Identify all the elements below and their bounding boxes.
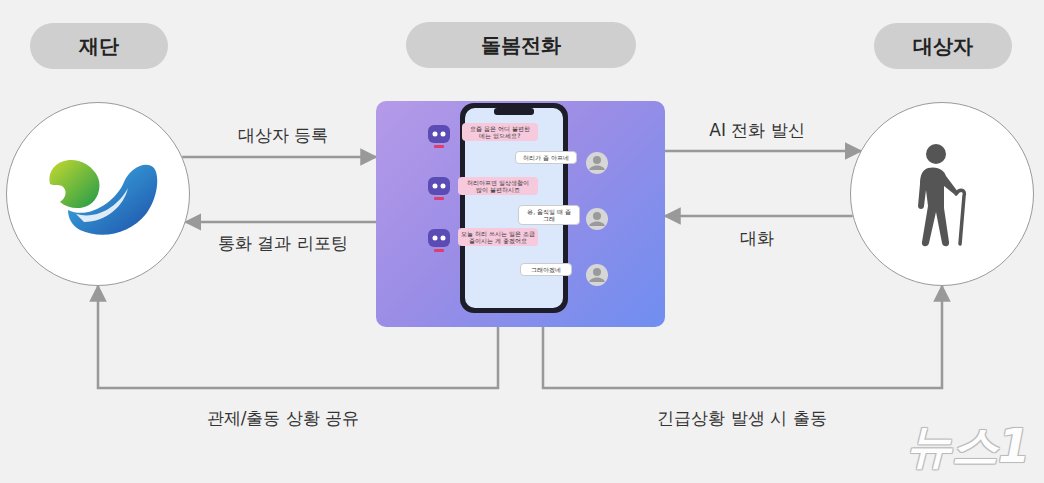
heading-pill: 돌봄전화 bbox=[406, 22, 636, 68]
flow-arrow bbox=[186, 221, 376, 224]
recipient-circle: 대상자 bbox=[850, 102, 1034, 286]
edge-label: AI 전화 발신 bbox=[706, 119, 807, 142]
user-chat-bubble: 그래야겠네 bbox=[520, 263, 572, 276]
edge-label: 대화 bbox=[737, 227, 777, 250]
chat-text: 요즘 몸은 어디 불편한 데는 없으세요? bbox=[465, 125, 535, 139]
edge-label: 관제/출동 상황 공유 bbox=[204, 407, 363, 430]
edge-label: 통화 결과 리포팅 bbox=[215, 232, 351, 255]
ai-chat-bubble: 오늘 허리 쓰시는 일은 조금 줄이시는 게 좋겠어요 bbox=[458, 228, 538, 246]
foundation-logo bbox=[6, 102, 190, 286]
user-chat-bubble: 응, 움직일 때 좀 그래 bbox=[518, 205, 580, 225]
ai-chat-bubble: 허리아프면 일상생활이 많이 불편하시죠 bbox=[458, 177, 538, 195]
watermark: 뉴스1 bbox=[906, 416, 1030, 478]
heading-pill: 대상자 bbox=[874, 23, 1012, 69]
heading-pill: 재단 bbox=[30, 23, 168, 69]
flow-arrow bbox=[182, 156, 376, 159]
elderly-person-icon bbox=[850, 102, 1034, 286]
flow-arrow bbox=[665, 150, 861, 153]
chat-text: 응, 움직일 때 좀 그래 bbox=[522, 208, 576, 222]
user-chat-bubble: 허리가 좀 아프네 bbox=[515, 151, 577, 164]
foundation-circle: 재단 bbox=[6, 102, 190, 286]
care-call-panel: 돌봄전화요즘 몸은 어디 불편한 데는 없으세요?허리가 좀 아프네허리아프면 … bbox=[376, 101, 665, 327]
chat-text: 오늘 허리 쓰시는 일은 조금 줄이시는 게 좋겠어요 bbox=[461, 230, 535, 244]
chat-text: 허리가 좀 아프네 bbox=[519, 154, 573, 161]
chat-text: 허리아프면 일상생활이 많이 불편하시죠 bbox=[461, 179, 535, 193]
edge-label: 긴급상황 발생 시 출동 bbox=[654, 407, 829, 430]
flow-arrow bbox=[665, 215, 853, 218]
edge-label: 대상자 등록 bbox=[235, 124, 331, 147]
ai-chat-bubble: 요즘 몸은 어디 불편한 데는 없으세요? bbox=[462, 123, 538, 141]
chat-text: 그래야겠네 bbox=[524, 266, 568, 273]
